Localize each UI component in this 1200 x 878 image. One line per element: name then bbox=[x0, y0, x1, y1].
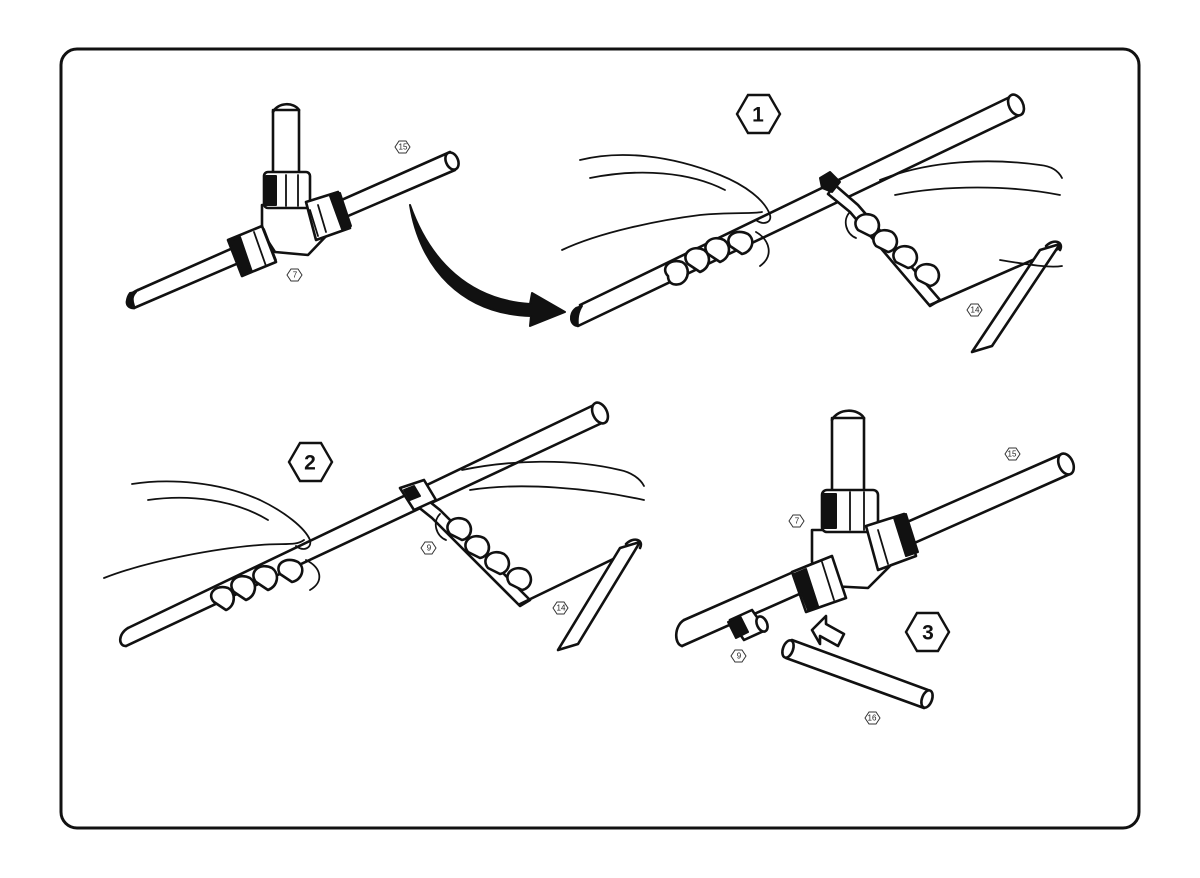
part-label-16: 16 bbox=[864, 711, 881, 725]
left-hand-2 bbox=[103, 480, 321, 612]
drill-tool-2 bbox=[398, 478, 643, 652]
insert-fitting bbox=[727, 608, 769, 642]
svg-text:9: 9 bbox=[737, 652, 742, 661]
panel-step-2: 2 bbox=[103, 401, 645, 652]
panel-step-1: 1 bbox=[561, 93, 1063, 354]
part-label-9: 9 bbox=[730, 649, 747, 663]
svg-text:14: 14 bbox=[557, 604, 566, 613]
right-hand-2 bbox=[434, 460, 645, 592]
step-badge-3: 3 bbox=[904, 611, 951, 653]
left-hand-1 bbox=[561, 154, 772, 286]
part-label-15: 15 bbox=[394, 140, 411, 154]
diagram-border bbox=[59, 47, 1141, 830]
right-hand-1 bbox=[844, 160, 1063, 288]
panel-step-3: 3 bbox=[674, 409, 1076, 725]
svg-text:9: 9 bbox=[427, 544, 432, 553]
svg-text:14: 14 bbox=[971, 306, 980, 315]
pipe-16 bbox=[790, 638, 930, 692]
svg-text:3: 3 bbox=[922, 622, 934, 645]
part-label-15: 15 bbox=[1004, 447, 1021, 461]
svg-text:15: 15 bbox=[1008, 450, 1017, 459]
drill-tool-1 bbox=[819, 171, 1063, 354]
svg-text:15: 15 bbox=[399, 143, 408, 152]
svg-text:1: 1 bbox=[752, 104, 764, 127]
part-label-9: 9 bbox=[420, 541, 437, 555]
part-label-14: 14 bbox=[552, 601, 569, 615]
pipe-1 bbox=[578, 94, 1014, 307]
part-label-14: 14 bbox=[966, 303, 983, 317]
svg-text:16: 16 bbox=[868, 714, 877, 723]
part-label-7: 7 bbox=[788, 514, 805, 528]
step-badge-1: 1 bbox=[735, 93, 782, 135]
svg-text:2: 2 bbox=[304, 452, 316, 475]
svg-text:7: 7 bbox=[795, 517, 800, 526]
step-badge-2: 2 bbox=[287, 441, 334, 483]
panel-initial-tee: 15 7 bbox=[125, 102, 460, 310]
insert-arrow bbox=[810, 614, 846, 648]
curved-arrow bbox=[409, 204, 566, 327]
part-label-7: 7 bbox=[286, 268, 303, 282]
svg-text:7: 7 bbox=[293, 271, 298, 280]
pipe-2 bbox=[126, 402, 598, 630]
